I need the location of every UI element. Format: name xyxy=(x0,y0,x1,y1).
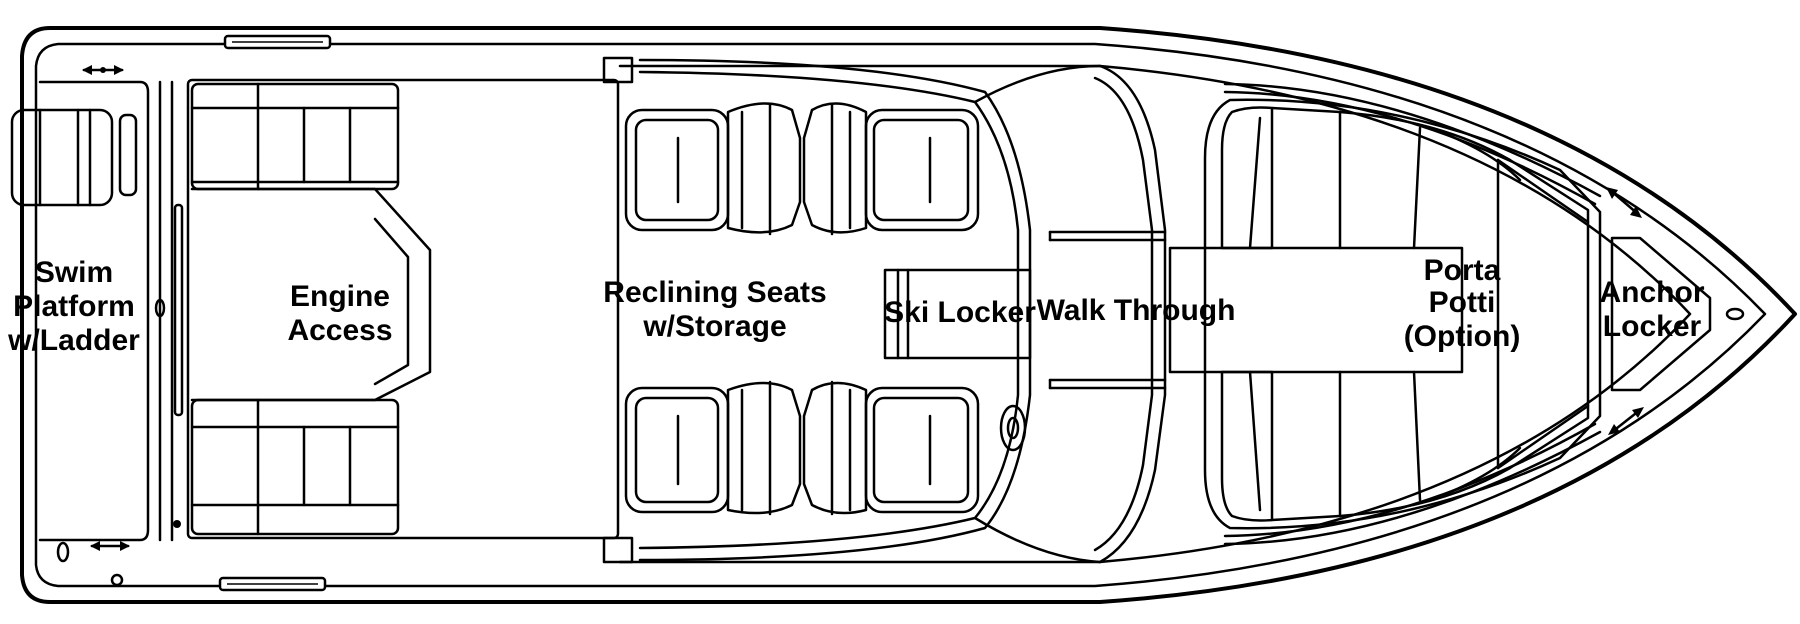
swim-ladder xyxy=(10,108,138,207)
cleat-arrow-icon xyxy=(1606,187,1642,218)
engine-access-label: Access xyxy=(287,314,392,347)
anchor-locker-label: Locker xyxy=(1603,310,1702,343)
anchor-locker xyxy=(1610,236,1745,392)
swim-platform-label: Swim xyxy=(35,256,113,289)
bow-eye-icon xyxy=(1725,307,1745,321)
reclining-seats-label: Reclining Seats xyxy=(603,276,826,309)
reclining-seats-label: w/Storage xyxy=(642,310,786,343)
cleat-arrow-icon xyxy=(1608,407,1644,435)
labels: Swim Platform w/Ladder Engine Access Rec… xyxy=(7,254,1705,357)
engine-access-label: Engine xyxy=(290,280,390,313)
swim-platform-label: w/Ladder xyxy=(7,324,140,357)
cockpit xyxy=(186,56,634,564)
anchor-locker-label: Anchor xyxy=(1600,276,1705,309)
porta-potti-label: Porta xyxy=(1424,254,1501,287)
reclining-seat xyxy=(802,380,980,516)
cleat-arrow-icon xyxy=(82,65,124,75)
porta-potti-label: (Option) xyxy=(1404,320,1521,353)
side-vents xyxy=(218,34,332,592)
reclining-seat xyxy=(624,102,802,236)
ski-locker xyxy=(883,268,1032,360)
rear-bench-top xyxy=(190,82,400,191)
cleat-arrow-icon xyxy=(90,541,130,551)
swim-platform xyxy=(10,65,184,587)
bow-cabin xyxy=(1168,82,1602,546)
rear-bench-bottom xyxy=(190,398,400,536)
porta-potti-label: Potti xyxy=(1429,286,1496,319)
engine-hatch xyxy=(190,187,432,402)
walk-through-label: Walk Through xyxy=(1037,294,1236,327)
reclining-seat xyxy=(624,380,802,516)
drain-icon xyxy=(56,541,70,563)
swim-platform-label: Platform xyxy=(13,290,135,323)
reclining-seat xyxy=(802,102,980,236)
drain-icon xyxy=(110,573,124,587)
ski-locker-label: Ski Locker xyxy=(884,296,1036,329)
